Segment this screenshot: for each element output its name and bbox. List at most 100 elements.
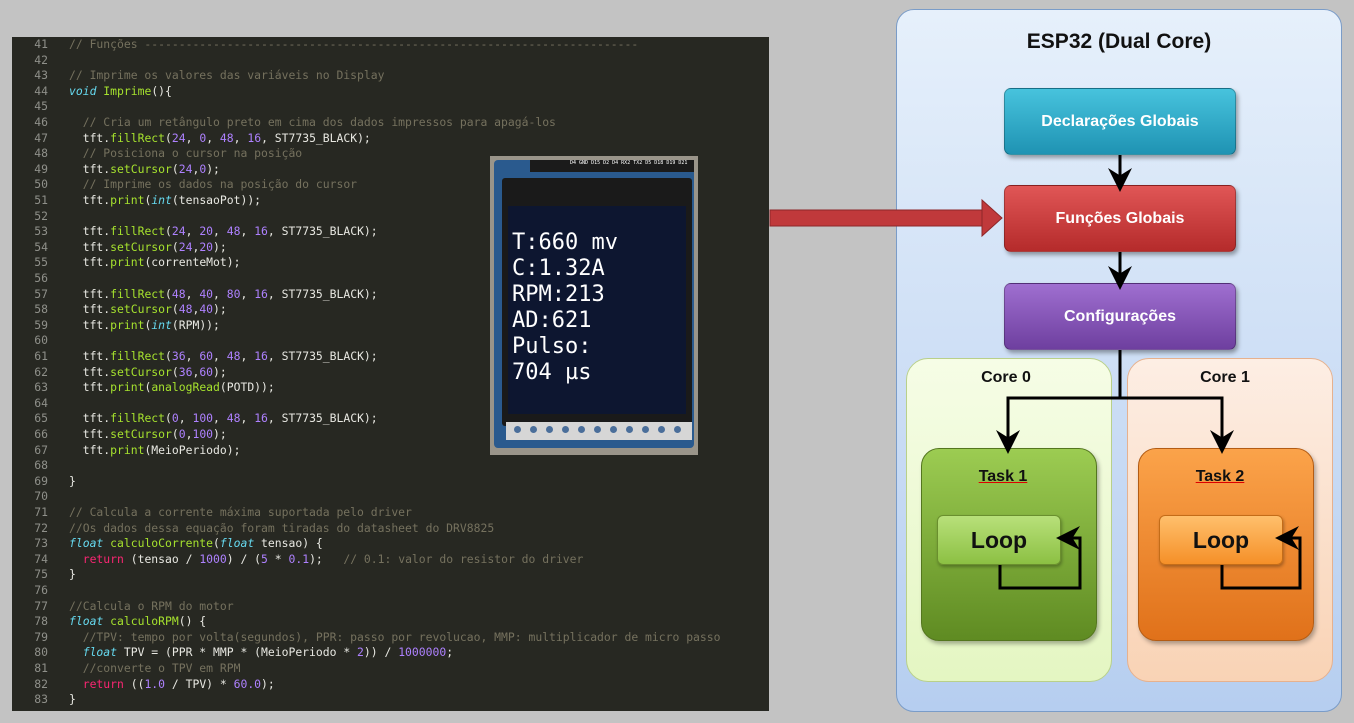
line-number: 47 bbox=[34, 130, 48, 145]
code-line: 77 //Calcula o RPM do motor bbox=[12, 599, 769, 615]
code-text: tft.fillRect(24, 0, 48, 16, ST7735_BLACK… bbox=[69, 130, 371, 145]
line-number: 45 bbox=[34, 99, 48, 114]
code-text: // Cria um retângulo preto em cima dos d… bbox=[82, 115, 556, 129]
code-line: 54 tft.setCursor(24,20); bbox=[12, 240, 769, 256]
code-line: 49 tft.setCursor(24,0); bbox=[12, 162, 769, 178]
code-text: return ((1.0 / TPV) * 60.0); bbox=[82, 676, 275, 691]
line-number: 69 bbox=[34, 473, 48, 488]
lcd-screen bbox=[508, 206, 686, 414]
line-number: 66 bbox=[34, 427, 48, 441]
line-number: 55 bbox=[34, 255, 48, 270]
line-number: 52 bbox=[34, 208, 48, 223]
line-number: 62 bbox=[34, 364, 48, 379]
pin-dot bbox=[642, 426, 649, 433]
pin-dot bbox=[626, 426, 633, 433]
line-number: 56 bbox=[34, 271, 48, 285]
code-line: 52 bbox=[12, 209, 769, 225]
code-line: 41// Funções ---------------------------… bbox=[12, 37, 769, 53]
code-text: //TPV: tempo por volta(segundos), PPR: p… bbox=[82, 629, 721, 644]
configuracoes-block: Configurações bbox=[1004, 283, 1236, 350]
line-number: 77 bbox=[34, 598, 48, 613]
code-text: tft.fillRect(0, 100, 48, 16, ST7735_BLAC… bbox=[69, 411, 378, 426]
code-line: 64 bbox=[12, 396, 769, 412]
code-line: 75} bbox=[12, 567, 769, 583]
pin-header: D4 GND D15 D2 D4 RX2 TX2 D5 D18 D19 D21 bbox=[530, 160, 694, 172]
line-number: 65 bbox=[34, 411, 48, 426]
code-text: tft.fillRect(24, 20, 48, 16, ST7735_BLAC… bbox=[69, 224, 378, 239]
line-number: 81 bbox=[34, 661, 48, 675]
code-line: 67 tft.print(MeioPeriodo); bbox=[12, 443, 769, 459]
code-text: tft.print(int(tensaoPot)); bbox=[69, 193, 262, 207]
code-line: 81 //converte o TPV em RPM bbox=[12, 661, 769, 677]
code-line: 50 // Imprime os dados na posição do cur… bbox=[12, 177, 769, 193]
line-number: 67 bbox=[34, 442, 48, 457]
code-line: 76 bbox=[12, 583, 769, 599]
code-line: 63 tft.print(analogRead(POTD)); bbox=[12, 380, 769, 396]
code-line: 42 bbox=[12, 53, 769, 69]
code-line: 57 tft.fillRect(48, 40, 80, 16, ST7735_B… bbox=[12, 287, 769, 303]
lcd-line: Pulso: bbox=[512, 334, 592, 359]
loop-2-return bbox=[1220, 526, 1302, 590]
code-line: 61 tft.fillRect(36, 60, 48, 16, ST7735_B… bbox=[12, 349, 769, 365]
line-number: 60 bbox=[34, 333, 48, 348]
code-line: 82 return ((1.0 / TPV) * 60.0); bbox=[12, 677, 769, 693]
code-line: 65 tft.fillRect(0, 100, 48, 16, ST7735_B… bbox=[12, 411, 769, 427]
code-line: 83} bbox=[12, 692, 769, 708]
code-line: 69} bbox=[12, 474, 769, 490]
line-number: 49 bbox=[34, 161, 48, 176]
line-number: 83 bbox=[34, 692, 48, 707]
code-text: float TPV = (PPR * MMP * (MeioPeriodo * … bbox=[82, 645, 454, 660]
code-text: //Calcula o RPM do motor bbox=[69, 598, 234, 613]
line-number: 53 bbox=[34, 224, 48, 239]
line-number: 79 bbox=[34, 629, 48, 644]
code-line: 47 tft.fillRect(24, 0, 48, 16, ST7735_BL… bbox=[12, 131, 769, 147]
pin-dot bbox=[578, 426, 585, 433]
code-text: tft.fillRect(36, 60, 48, 16, ST7735_BLAC… bbox=[69, 349, 378, 363]
line-number: 82 bbox=[34, 676, 48, 691]
lcd-line: T:660 mv bbox=[512, 230, 618, 255]
line-number: 59 bbox=[34, 317, 48, 332]
lcd-line: RPM:213 bbox=[512, 282, 605, 307]
code-line: 46 // Cria um retângulo preto em cima do… bbox=[12, 115, 769, 131]
code-line: 62 tft.setCursor(36,60); bbox=[12, 365, 769, 381]
code-line: 60 bbox=[12, 333, 769, 349]
task-2-label: Task 2 bbox=[1195, 468, 1245, 485]
lcd-photo: D4 GND D15 D2 D4 RX2 TX2 D5 D18 D19 D21 … bbox=[490, 156, 698, 455]
pin-dot bbox=[562, 426, 569, 433]
line-number: 74 bbox=[34, 551, 48, 566]
code-line: 53 tft.fillRect(24, 20, 48, 16, ST7735_B… bbox=[12, 224, 769, 240]
diagram-title: ESP32 (Dual Core) bbox=[1026, 30, 1212, 53]
line-number: 44 bbox=[34, 83, 48, 98]
code-text: } bbox=[69, 692, 76, 707]
line-number: 72 bbox=[34, 520, 48, 535]
pin-dot bbox=[610, 426, 617, 433]
code-line: 79 //TPV: tempo por volta(segundos), PPR… bbox=[12, 630, 769, 646]
code-line: 44 void Imprime(){ bbox=[12, 84, 769, 100]
loop-1-return bbox=[998, 526, 1082, 590]
code-text: tft.setCursor(48,40); bbox=[69, 302, 227, 317]
code-text: // Imprime os dados na posição do cursor bbox=[82, 177, 358, 192]
code-text: tft.setCursor(24,20); bbox=[69, 239, 227, 254]
code-text: tft.print(analogRead(POTD)); bbox=[69, 380, 275, 395]
code-text: // Calcula a corrente máxima suportada p… bbox=[69, 505, 412, 519]
code-text: tft.setCursor(0,100); bbox=[69, 427, 227, 441]
code-text: void Imprime(){ bbox=[69, 83, 172, 98]
code-text: tft.setCursor(24,0); bbox=[69, 161, 220, 176]
code-line: 78 float calculoRPM() { bbox=[12, 614, 769, 630]
code-text: float calculoRPM() { bbox=[69, 614, 207, 629]
line-number: 71 bbox=[34, 505, 48, 519]
line-number: 51 bbox=[34, 193, 48, 207]
line-number: 57 bbox=[34, 286, 48, 301]
line-number: 73 bbox=[34, 536, 48, 551]
pin-dot bbox=[658, 426, 665, 433]
pin-dot bbox=[674, 426, 681, 433]
code-line: 66 tft.setCursor(0,100); bbox=[12, 427, 769, 443]
line-number: 64 bbox=[34, 395, 48, 410]
code-text: //converte o TPV em RPM bbox=[82, 661, 241, 675]
loop-2-box: Loop bbox=[1159, 515, 1283, 565]
code-line: 59 tft.print(int(RPM)); bbox=[12, 318, 769, 334]
line-number: 78 bbox=[34, 614, 48, 629]
code-line: 55 tft.print(correnteMot); bbox=[12, 255, 769, 271]
